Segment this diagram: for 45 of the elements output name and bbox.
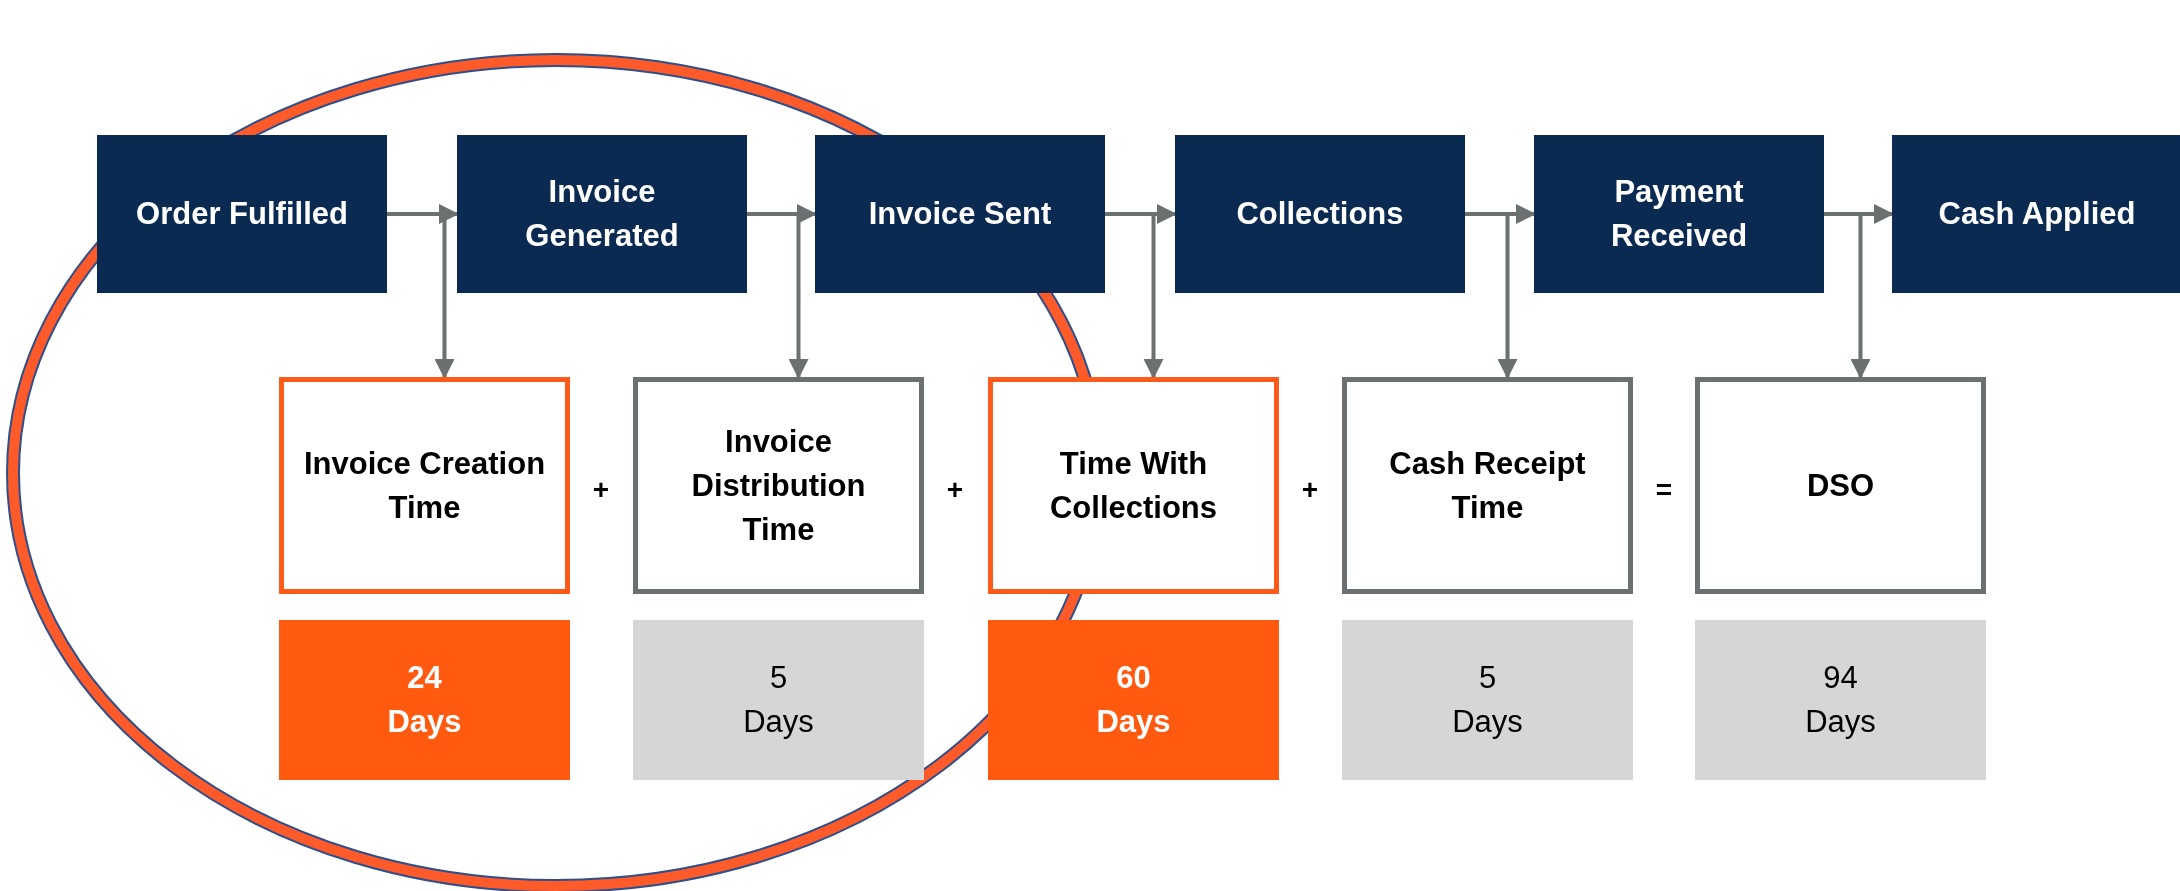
process-box bbox=[815, 135, 1105, 293]
process-box bbox=[457, 135, 747, 293]
arrow bbox=[1465, 212, 1518, 379]
node-text: Payment Received bbox=[1609, 173, 1749, 255]
node-text: Invoice Generated bbox=[524, 173, 680, 255]
value-box bbox=[1342, 620, 1633, 780]
metric-box bbox=[633, 377, 924, 594]
node-text: DSO bbox=[1806, 466, 1875, 505]
value-box bbox=[1695, 620, 1986, 780]
metric-box bbox=[1342, 377, 1633, 594]
node-text: 5 bbox=[1478, 659, 1497, 697]
arrow bbox=[1105, 212, 1164, 379]
node-text: Days bbox=[1452, 703, 1523, 741]
node-text: Invoice Sent bbox=[868, 195, 1052, 233]
node-text: Collections bbox=[1236, 195, 1404, 233]
node-text: Days bbox=[1805, 703, 1876, 741]
metric-box bbox=[988, 377, 1279, 594]
value-box bbox=[633, 620, 924, 780]
node-text: 60 bbox=[1116, 659, 1151, 697]
arrow bbox=[1824, 212, 1871, 379]
metric-box bbox=[279, 377, 570, 594]
operator-sign: + bbox=[1301, 473, 1319, 507]
operator-sign: + bbox=[592, 473, 610, 507]
operator-sign: = bbox=[1655, 473, 1673, 507]
process-box bbox=[1175, 135, 1465, 293]
node-text: 24 bbox=[407, 659, 442, 697]
node-text: 5 bbox=[769, 659, 788, 697]
arrow bbox=[747, 212, 809, 379]
node-text: 94 bbox=[1823, 659, 1858, 697]
node-text: Time With Collections bbox=[1048, 444, 1219, 527]
process-box bbox=[1892, 135, 2180, 293]
node-text: Invoice Creation Time bbox=[302, 444, 547, 527]
node-text: Order Fulfilled bbox=[136, 195, 348, 233]
node-text: Days bbox=[387, 703, 462, 741]
node-text: Invoice Distribution Time bbox=[690, 422, 867, 549]
operator-sign: + bbox=[946, 473, 964, 507]
value-box bbox=[988, 620, 1279, 780]
node-text: Cash Receipt Time bbox=[1388, 444, 1587, 527]
node-text: Days bbox=[1096, 703, 1171, 741]
process-box bbox=[97, 135, 387, 293]
metric-box bbox=[1695, 377, 1986, 594]
value-box bbox=[279, 620, 570, 780]
node-text: Cash Applied bbox=[1938, 195, 2136, 233]
process-box bbox=[1534, 135, 1824, 293]
node-text: Days bbox=[743, 703, 814, 741]
